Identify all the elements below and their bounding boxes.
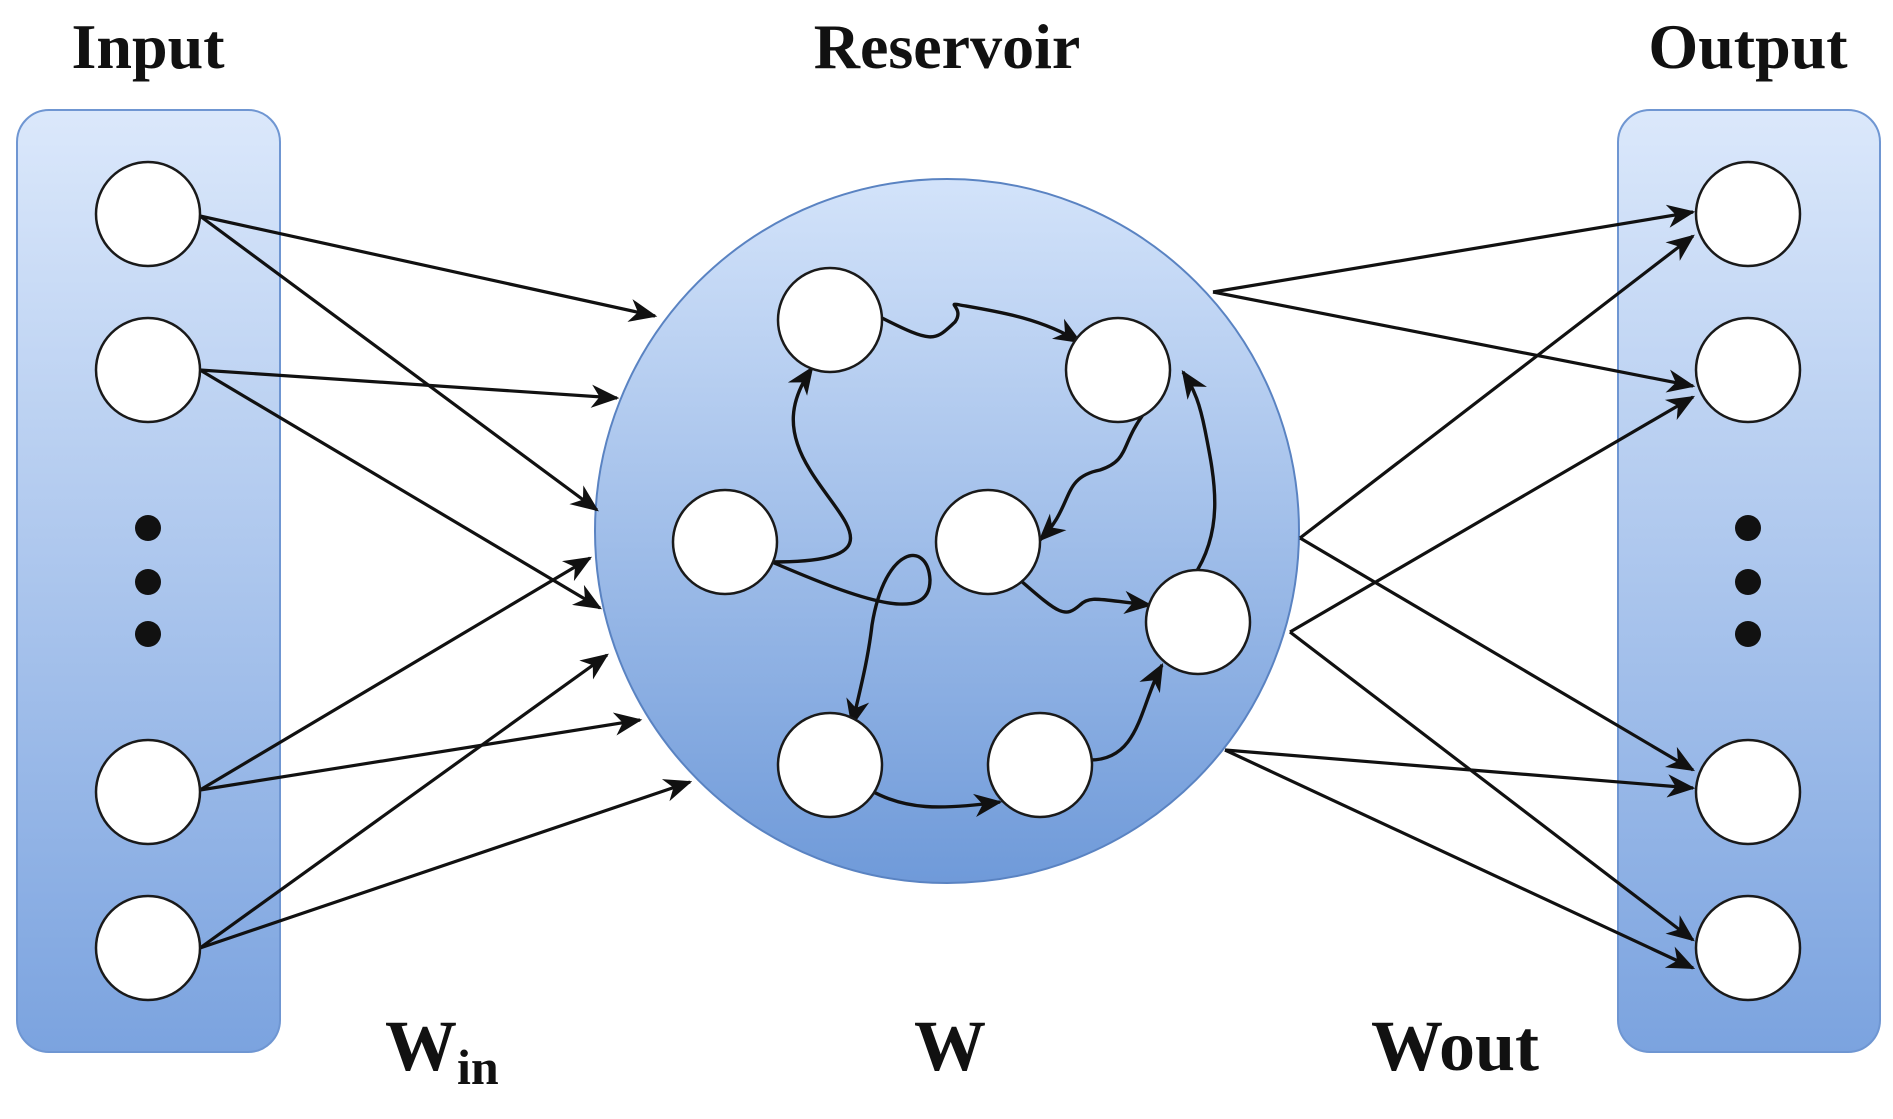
ellipsis-dot [135,569,161,595]
input-node [94,160,202,268]
wout-edge [1299,234,1695,540]
win-edge [199,556,593,792]
wout-edge [1224,748,1696,970]
win-edge [199,214,599,512]
input-node [94,894,202,1002]
win-edge [199,653,609,950]
win-edge [199,214,658,322]
ellipsis-dot [1735,569,1761,595]
reservoir-title: Reservoir [814,11,1081,82]
ellipsis-dot [135,515,161,541]
win-edge [199,712,643,792]
output-node [1694,316,1802,424]
reservoir-node [1144,568,1252,676]
recurrent-edge [1038,410,1147,542]
recurrent-edge [869,788,1003,817]
output-node [1694,738,1802,846]
output-node [1694,160,1802,268]
w-in-subscript: in [457,1039,499,1095]
w-out-label: Wout [1371,1006,1539,1086]
input-node [94,738,202,846]
ellipsis-dot [1735,515,1761,541]
reservoir-node [671,488,779,596]
ellipsis-dot [135,621,161,647]
reservoir-node [776,266,884,374]
output-weights-edges [1212,204,1696,970]
win-edge [199,779,693,950]
w-label: W [914,1006,986,1086]
w-in-main: W [385,1006,457,1086]
win-edge [199,368,603,610]
input-title: Input [72,11,226,82]
wout-edge [1224,748,1696,798]
recurrent-edge [771,366,853,564]
recurrent-edge [1181,370,1217,578]
win-edge [199,368,620,408]
reservoir-nodes [671,266,1252,819]
output-node [1694,894,1802,1002]
recurrent-edge [771,553,932,728]
wout-edge [1289,395,1696,634]
input-weights-edges [199,214,693,950]
input-nodes [94,160,202,1002]
reservoir-node [776,711,884,819]
recurrent-edge [1089,662,1164,762]
output-nodes [1694,160,1802,1002]
wout-edge [1299,536,1696,772]
reservoir-recurrent-edges [771,302,1217,817]
reservoir-node [1064,316,1172,424]
w-in-label: Win [385,1006,499,1095]
ellipsis-dot [1735,621,1761,647]
input-node [94,316,202,424]
wout-edge [1289,630,1695,942]
recurrent-edge [1018,578,1153,615]
reservoir-node [934,488,1042,596]
recurrent-edge [881,302,1083,344]
wout-edge [1212,204,1696,294]
reservoir-node [986,711,1094,819]
output-title: Output [1648,11,1848,82]
wout-edge [1212,290,1696,393]
